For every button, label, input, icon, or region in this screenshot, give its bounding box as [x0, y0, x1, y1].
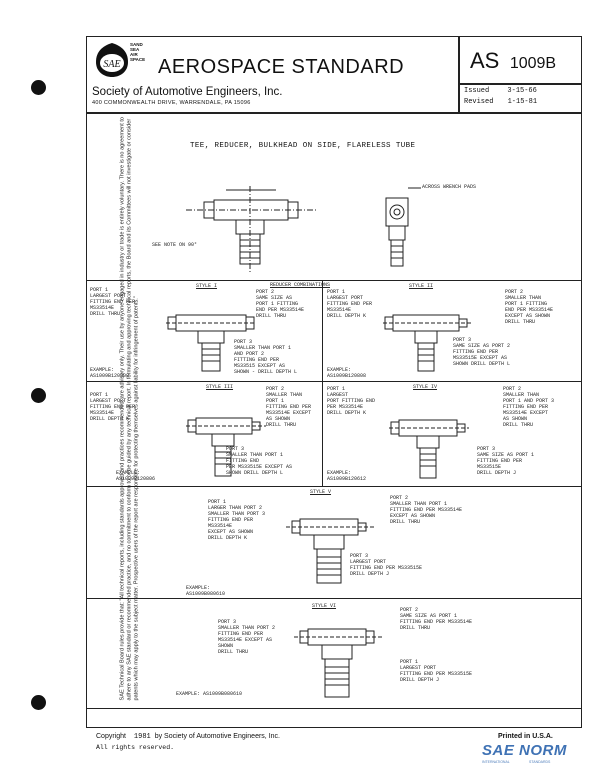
style-4-example: EXAMPLE:AS1009B120612	[327, 470, 367, 482]
style-6-title: STYLE VI	[312, 603, 337, 609]
punch-hole-bottom	[31, 695, 46, 710]
style-2-example: EXAMPLE:AS1009B120808	[327, 367, 367, 379]
style-5-drawing	[286, 518, 376, 584]
watermark-text: SAE NORM	[482, 742, 567, 759]
issued-row: Issued 3-15-66	[464, 87, 537, 95]
header-right-divider	[458, 83, 582, 85]
style-6-example: EXAMPLE: AS1009B080610	[176, 691, 243, 697]
styles-column-divider	[322, 280, 323, 486]
style-3-title: STYLE III	[206, 384, 234, 390]
styles-top-divider	[86, 280, 582, 281]
style-5-title: STYLE V	[310, 489, 332, 495]
doc-title: TEE, REDUCER, BULKHEAD ON SIDE, FLARELES…	[190, 142, 416, 150]
style-3-drawing	[186, 417, 266, 477]
header-bottom-divider	[86, 112, 582, 114]
footer-divider	[86, 708, 582, 709]
doc-prefix: AS	[470, 48, 500, 73]
across-wrench-pads-label: ACROSS WRENCH PADS	[422, 184, 477, 190]
style-2-title: STYLE II	[409, 283, 434, 289]
style-1-title: STYLE I	[196, 283, 218, 289]
printed-label: Printed in U.S.A.	[498, 733, 553, 740]
logo-side-text: SAND SEA AIR SPACE	[130, 42, 146, 62]
footer-rights: All rights reserved.	[96, 744, 175, 751]
reducer-heading: REDUCER COMBINATIONS	[270, 282, 331, 288]
sae-logo-icon: SAE	[96, 43, 128, 77]
style-4-drawing	[389, 419, 469, 479]
style-5-example: EXAMPLE:AS1009B080610	[186, 585, 226, 597]
document-frame	[86, 36, 582, 728]
watermark-logo: SAE NORM INTERNATIONAL STANDARDS	[476, 742, 596, 770]
revised-row: Revised 1-15-81	[464, 98, 538, 106]
style-2-drawing	[383, 314, 473, 372]
watermark-subtext: INTERNATIONAL STANDARDS	[482, 760, 551, 764]
style-3-example: EXAMPLE:AS1009B120806	[116, 470, 156, 482]
punch-hole-middle	[31, 388, 46, 403]
org-name: Society of Automotive Engineers, Inc.	[92, 86, 283, 98]
page-title: AEROSPACE STANDARD	[158, 56, 405, 78]
org-address: 400 COMMONWEALTH DRIVE, WARRENDALE, PA 1…	[92, 100, 251, 106]
header-vertical-divider	[458, 36, 460, 112]
header: SAE SAND SEA AIR SPACE AEROSPACE STANDAR…	[86, 36, 582, 112]
styles-row2-divider	[86, 381, 582, 382]
style-1-example: EXAMPLE:AS1009B120808	[90, 367, 130, 379]
style-4-title: STYLE IV	[413, 384, 438, 390]
styles-row3-divider	[86, 486, 582, 487]
style-6-drawing	[294, 628, 384, 698]
styles-row4-divider	[86, 598, 582, 599]
see-note-label: SEE NOTE ON 90°	[152, 242, 198, 248]
doc-number: AS 1009B	[470, 48, 556, 74]
top-view: ACROSS WRENCH PADS SEE NOTE ON 90°	[86, 178, 582, 278]
footer-copyright: Copyright 1981 by Society of Automotive …	[96, 733, 280, 741]
style-1-drawing	[166, 314, 256, 372]
punch-hole-top	[31, 80, 46, 95]
doc-number-value: 1009B	[509, 55, 557, 72]
svg-text:SAE: SAE	[103, 59, 120, 70]
top-view-drawing	[186, 186, 421, 274]
